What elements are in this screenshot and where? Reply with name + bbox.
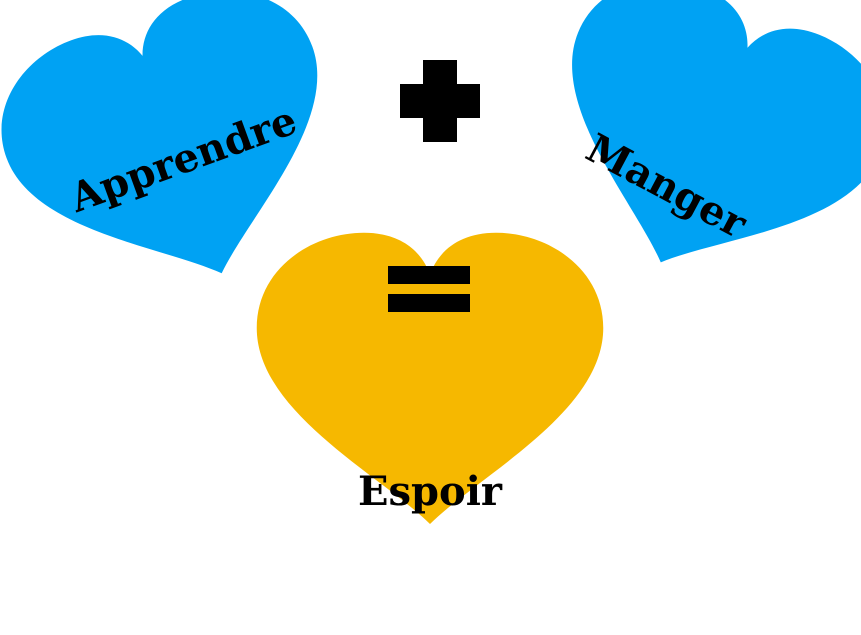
equals-sign xyxy=(388,266,470,312)
plus-sign xyxy=(400,60,480,142)
heart-espoir-label: Espoir xyxy=(358,468,503,515)
